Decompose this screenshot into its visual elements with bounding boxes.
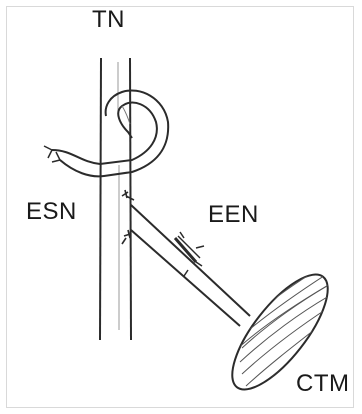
label-ctm: CTM xyxy=(296,372,349,396)
label-esn: ESN xyxy=(26,200,77,224)
label-een: EEN xyxy=(208,203,259,227)
nerve-loop xyxy=(44,90,168,176)
label-tn: TN xyxy=(92,8,125,32)
suture-knots-esn xyxy=(122,190,134,244)
thoracic-nerve-trunk xyxy=(100,58,131,340)
